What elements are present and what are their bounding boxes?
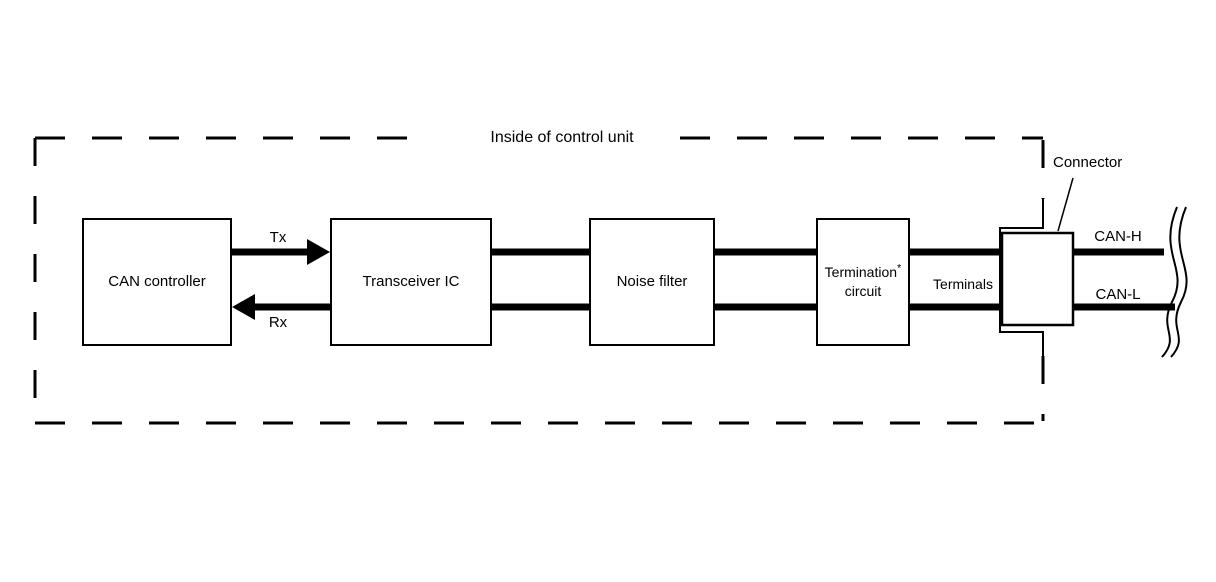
transceiver-ic-label: Transceiver IC	[362, 273, 460, 290]
rx-arrowhead-icon	[232, 294, 255, 320]
termination-circuit-label: Termination* circuit	[825, 263, 902, 301]
connector-label: Connector	[1053, 154, 1123, 171]
can-l-label: CAN-L	[1095, 286, 1141, 303]
terminals-label: Terminals	[933, 276, 993, 292]
connector-body	[1000, 231, 1075, 327]
can-controller-label: CAN controller	[108, 273, 206, 290]
wire-break-squiggle-right	[1170, 206, 1188, 358]
rx-label: Rx	[268, 314, 288, 331]
connector-flange-outline	[999, 199, 1044, 356]
can-h-label: CAN-H	[1094, 228, 1142, 245]
wire-break-squiggle-left	[1161, 206, 1179, 358]
enclosure-title: Inside of control unit	[490, 129, 634, 146]
noise-filter-label: Noise filter	[616, 273, 688, 290]
termination-label-line2: circuit	[844, 283, 882, 299]
box-termination-circuit: Termination* circuit	[816, 218, 910, 346]
termination-label-line1: Termination	[824, 264, 898, 280]
termination-footnote-asterisk: *	[897, 262, 902, 275]
tx-label: Tx	[269, 229, 287, 246]
connector-label-leader-line	[1057, 177, 1074, 232]
box-transceiver-ic: Transceiver IC	[330, 218, 492, 346]
box-can-controller: CAN controller	[82, 218, 232, 346]
tx-arrowhead-icon	[307, 239, 330, 265]
box-noise-filter: Noise filter	[589, 218, 715, 346]
